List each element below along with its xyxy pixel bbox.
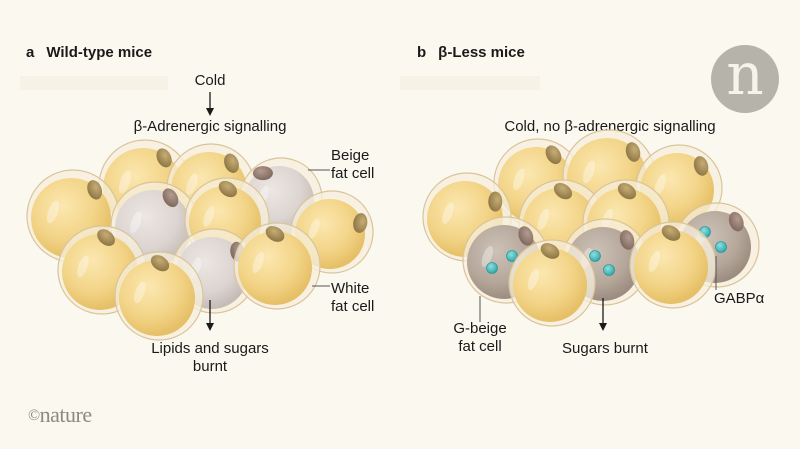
- gabp-alpha-dot: [715, 241, 727, 253]
- nature-logo-icon: n: [711, 45, 779, 113]
- white-fat-cell: [629, 221, 717, 309]
- no-beta-adrenergic-label: Cold, no β-adrenergic signalling: [504, 118, 716, 135]
- white-fat-cell-label: White fat cell: [331, 280, 374, 316]
- highlight: [648, 250, 660, 272]
- panel-a-title: a Wild-type mice: [26, 44, 152, 61]
- nucleus-icon: [728, 211, 744, 232]
- decorative-bar: [400, 76, 540, 90]
- nucleus-icon: [488, 191, 503, 212]
- copyright-symbol: ©: [28, 407, 40, 424]
- highlight: [308, 218, 320, 239]
- lipid-droplet: [634, 230, 708, 304]
- gbeige-label-line1: G-beige: [453, 320, 507, 337]
- nucleus-icon: [265, 226, 285, 242]
- outcome-a-line2: burnt: [192, 358, 228, 375]
- gabp-alpha-dot: [506, 250, 518, 262]
- panel-a-heading: Wild-type mice: [46, 44, 153, 61]
- white-fat-cell: [114, 251, 204, 341]
- nucleus-icon: [693, 156, 709, 176]
- panel-b-title: b β-Less mice: [417, 44, 525, 61]
- nucleus-icon: [97, 229, 115, 246]
- nucleus-icon: [518, 226, 534, 246]
- nucleus-icon: [218, 180, 238, 198]
- nucleus-icon: [162, 188, 179, 208]
- nucleus-icon: [625, 142, 641, 162]
- highlight: [46, 200, 60, 224]
- panel-b-heading: β-Less mice: [438, 44, 525, 61]
- lipids-sugars-burnt-label: Lipids and sugars burnt: [130, 340, 290, 376]
- white-fat-cell: [508, 239, 596, 327]
- highlight: [130, 211, 142, 234]
- arrow-to-sugars-burnt-head: [599, 323, 607, 331]
- copyright-text: nature: [39, 402, 92, 427]
- g-beige-fat-cell-label: G-beige fat cell: [440, 320, 520, 356]
- lipid-droplet: [119, 260, 195, 336]
- highlight: [186, 173, 198, 196]
- beige-label-line2: fat cell: [331, 165, 375, 182]
- nucleus-icon: [545, 145, 562, 165]
- cold-label: Cold: [194, 72, 226, 89]
- highlight: [442, 202, 454, 225]
- logo-letter: n: [726, 40, 764, 108]
- highlight: [537, 208, 549, 230]
- gbeige-label-line2: fat cell: [458, 338, 502, 355]
- nucleus-icon: [619, 230, 635, 250]
- nucleus-icon: [540, 243, 560, 259]
- gabp-alpha-label: GABPα: [714, 290, 765, 307]
- highlight: [582, 160, 596, 184]
- nucleus-icon: [252, 166, 273, 181]
- nucleus-icon: [224, 153, 239, 173]
- highlight: [252, 251, 264, 273]
- panel-b-letter: b: [417, 44, 427, 61]
- arrow-to-lipids-sugars-head: [206, 323, 214, 331]
- nucleus-icon: [87, 180, 103, 200]
- nucleus-icon: [156, 148, 172, 168]
- nucleus-icon: [353, 213, 368, 233]
- gabp-alpha-dot: [589, 250, 601, 262]
- nucleus-icon: [553, 182, 573, 200]
- nucleus-icon: [661, 225, 681, 241]
- white-label-line1: White: [331, 280, 370, 297]
- highlight: [118, 170, 132, 194]
- beta-adrenergic-signalling-label: β-Adrenergic signalling: [133, 118, 287, 135]
- lipid-droplet: [513, 248, 587, 322]
- highlight: [654, 173, 666, 195]
- arrow-cold-to-signalling-head: [206, 108, 214, 116]
- highlight: [77, 255, 89, 278]
- nucleus-icon: [150, 255, 170, 272]
- gabp-alpha-dot: [603, 264, 615, 276]
- beige-label-line1: Beige: [331, 147, 370, 164]
- lipid-droplet: [238, 231, 312, 305]
- sugars-burnt-label: Sugars burnt: [562, 340, 648, 357]
- nucleus-icon: [617, 182, 637, 200]
- panel-a-letter: a: [26, 44, 35, 61]
- highlight: [203, 206, 215, 227]
- outcome-a-line1: Lipids and sugars: [151, 340, 269, 357]
- gabp-alpha-dot: [486, 262, 498, 274]
- copyright-nature: ©nature: [28, 402, 92, 428]
- beige-fat-cell-label: Beige fat cell: [331, 147, 374, 183]
- white-fat-cell: [233, 222, 321, 310]
- highlight: [481, 245, 493, 267]
- white-label-line2: fat cell: [331, 298, 375, 315]
- highlight: [513, 168, 525, 191]
- decorative-bar: [20, 76, 168, 90]
- highlight: [134, 281, 146, 304]
- highlight: [527, 268, 539, 290]
